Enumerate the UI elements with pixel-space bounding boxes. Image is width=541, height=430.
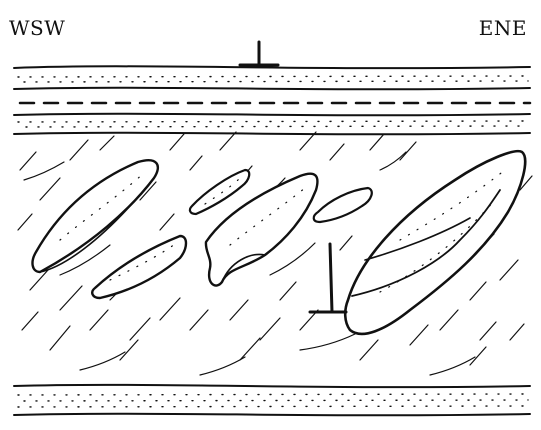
upper-sand-stipple [18,76,528,127]
lower-sand-stipple [18,394,528,407]
sandstone-lens-small-middle [314,188,372,222]
sandstone-lens-lower-left [92,236,186,298]
hammer-scale-icon [310,244,346,312]
bedding-symbol-top-icon [240,42,278,65]
sandstone-lens-large-right [345,151,525,334]
lower-sandstone-beds [14,385,530,415]
